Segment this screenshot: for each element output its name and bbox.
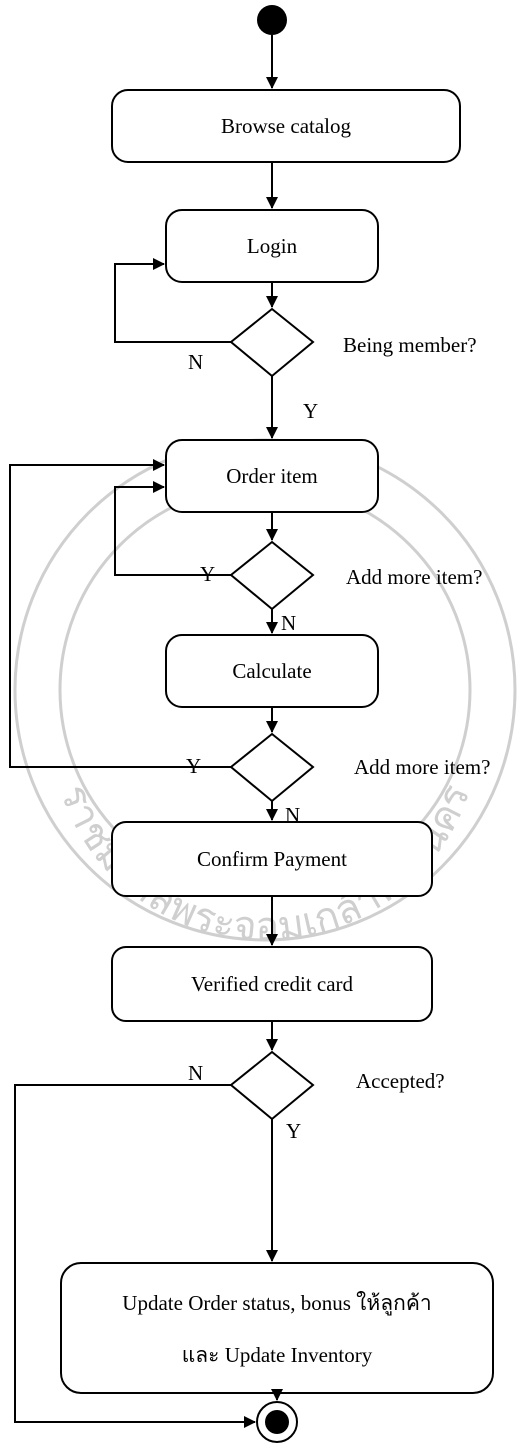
branch-accepted-yes: Y [286,1119,301,1143]
initial-node [257,5,287,35]
branch-member-no: N [188,350,203,374]
update-order-label-line1: Update Order status, bonus ให้ลูกค้า [122,1291,431,1316]
browse-catalog-action [111,89,461,163]
add-more-decision-1 [229,540,315,611]
add-more-decision-2 [229,732,315,803]
confirm-payment-label: Confirm Payment [197,847,347,871]
final-node-core [265,1410,289,1434]
order-item-label: Order item [226,464,318,488]
member-question: Being member? [343,333,477,357]
flow-add1-yes-loop [114,481,231,576]
calculate-label: Calculate [232,659,311,683]
browse-catalog-label: Browse catalog [221,114,352,138]
verified-credit-card-label: Verified credit card [191,972,354,996]
branch-add1-yes: Y [200,562,215,586]
branch-member-yes: Y [303,399,318,423]
flow-accepted-no [14,1084,256,1428]
add-more-question-2: Add more item? [354,755,490,779]
member-decision [229,307,315,378]
branch-add1-no: N [281,611,296,635]
accepted-question: Accepted? [356,1069,445,1093]
branch-accepted-no: N [188,1061,203,1085]
accepted-decision [229,1050,315,1121]
flow-add2-yes-loop [9,459,231,768]
branch-add2-yes: Y [186,754,201,778]
branch-add2-no: N [285,803,300,827]
update-order-label-line2: และ Update Inventory [182,1343,373,1367]
flow-member-no-loop [114,258,231,343]
login-label: Login [247,234,298,258]
update-order-action [60,1262,494,1394]
add-more-question-1: Add more item? [346,565,482,589]
